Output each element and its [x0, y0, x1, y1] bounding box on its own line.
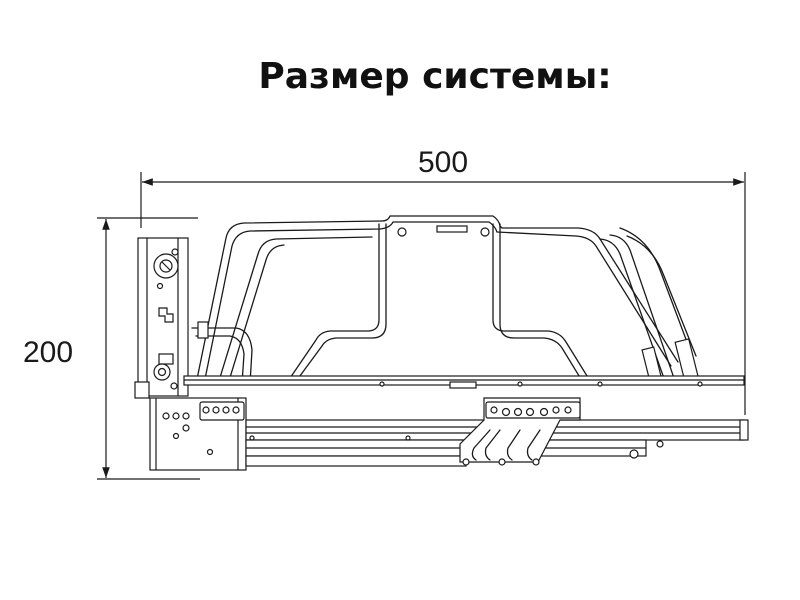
- width-dimension: 500: [140, 146, 746, 415]
- width-dimension-label: 500: [418, 146, 468, 179]
- mounting-plate: [134, 237, 189, 399]
- height-dimension-label: 200: [23, 336, 73, 369]
- page-title: Размер системы:: [258, 56, 612, 97]
- runner-rail: [149, 397, 749, 471]
- basket-frame: [183, 215, 745, 389]
- height-dimension: 200: [23, 217, 200, 480]
